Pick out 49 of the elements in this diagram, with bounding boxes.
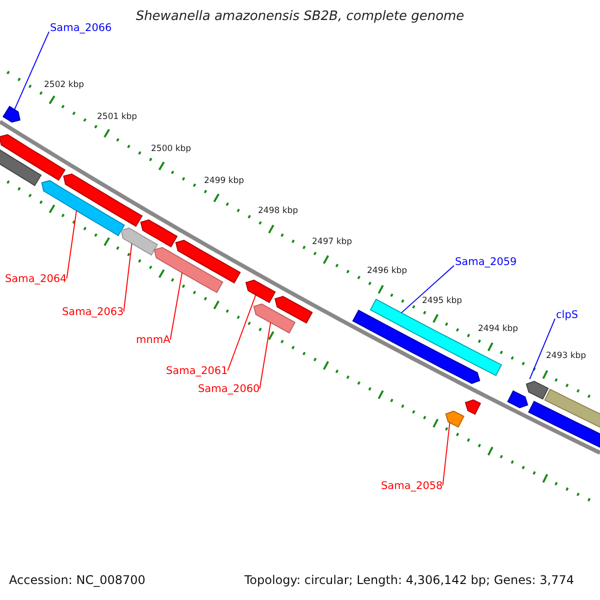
gene-bar — [245, 280, 276, 304]
tick-label: 2494 kbp — [478, 325, 518, 334]
leader-line — [529, 318, 556, 380]
gene-label: Sama_2061 — [166, 366, 228, 378]
leader-line — [442, 422, 450, 486]
tick-label: 2496 kbp — [367, 267, 408, 276]
title: Shewanella amazonensis SB2B, complete genome — [136, 10, 464, 24]
leader-line — [170, 272, 183, 340]
tick-label: 2500 kbp — [151, 145, 192, 154]
gene-bar — [445, 410, 464, 428]
tick-label: 2501 kbp — [97, 113, 138, 122]
leader-line — [14, 31, 50, 110]
gene-label: Sama_2060 — [198, 384, 260, 396]
gene-bar — [253, 303, 296, 334]
gene-label: mnmA — [136, 335, 170, 347]
gene-bar — [2, 106, 20, 123]
leader-line — [400, 265, 454, 314]
tick-label: 2495 kbp — [422, 297, 462, 306]
tick-label: 2497 kbp — [312, 238, 352, 248]
leader-line — [123, 243, 132, 312]
gene-bar — [464, 399, 482, 415]
leader-line — [66, 210, 77, 280]
gene-bar — [507, 390, 528, 408]
tick-label: 2498 kbp — [258, 207, 298, 216]
gene-bar — [63, 173, 143, 227]
gene-label: Sama_2059 — [455, 257, 517, 269]
gene-bar — [352, 310, 480, 384]
tick-label: 2502 kbp — [44, 81, 84, 90]
gene-label: Sama_2064 — [5, 274, 67, 286]
gene-bar — [140, 219, 178, 248]
leader-line — [227, 294, 256, 372]
gene-bar — [41, 180, 125, 236]
gene-bar — [0, 134, 66, 181]
gene-label: Sama_2058 — [381, 481, 443, 493]
tick-label: 2499 kbp — [204, 177, 244, 186]
leader-line — [259, 322, 272, 390]
accession-text: Accession: NC_008700 — [9, 574, 146, 588]
gene-label: Sama_2066 — [50, 23, 112, 35]
gene-label: Sama_2063 — [62, 307, 124, 319]
gene-bar — [120, 228, 158, 256]
gene-label: clpS — [556, 310, 578, 322]
genome-info: Topology: circular; Length: 4,306,142 bp; Genes: 3,774 — [244, 574, 574, 588]
gene-bar — [528, 400, 600, 449]
gene-bar — [274, 296, 313, 324]
gene-bar — [175, 240, 241, 284]
gene-bar — [526, 380, 549, 400]
gene-bar — [154, 246, 224, 294]
gene-bar — [370, 298, 502, 376]
tick-label: 2493 kbp — [546, 352, 586, 362]
